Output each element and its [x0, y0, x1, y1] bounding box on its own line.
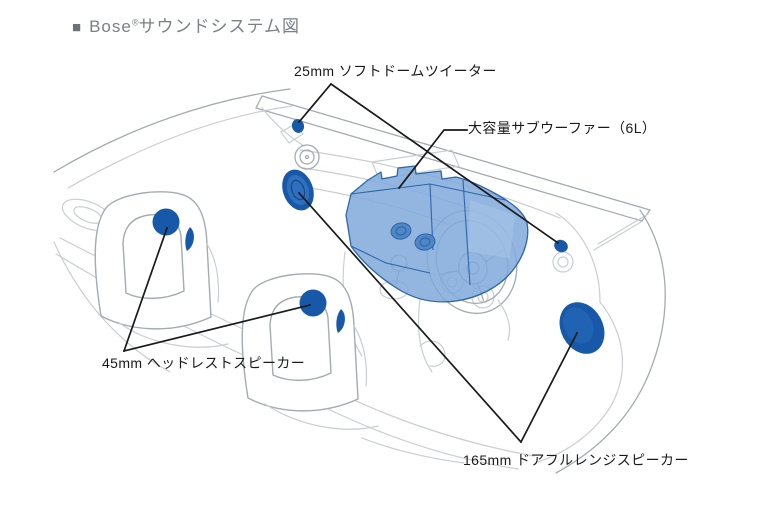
- page-title: ■ Bose®サウンドシステム図: [72, 12, 300, 37]
- label-subwoofer: 大容量サブウーファー（6L）: [468, 120, 657, 136]
- leader-lines: [122, 82, 579, 444]
- title-brand: Bose: [89, 17, 132, 36]
- door-speaker-right-icon: [559, 302, 605, 354]
- registered-mark: ®: [131, 17, 139, 28]
- leader-door-left: [297, 191, 523, 444]
- label-door: 165mm ドアフルレンジスピーカー: [463, 452, 689, 468]
- leader-door-right: [519, 331, 579, 444]
- headrest-grille-right-icon: [336, 309, 345, 333]
- title-suffix: サウンドシステム図: [138, 17, 300, 36]
- seats: [94, 191, 379, 430]
- leader-headrest-right: [122, 303, 312, 353]
- leader-headrest-left: [122, 226, 169, 353]
- subwoofer-box-marker: [345, 165, 529, 303]
- headrest-grille-left-icon: [185, 227, 194, 251]
- leader-subwoofer: [397, 129, 468, 190]
- leader-tweeter-left: [297, 82, 333, 124]
- speaker-markers: [152, 119, 605, 354]
- headrest-speaker-right-icon: [299, 289, 327, 317]
- headrest-speaker-left-icon: [152, 208, 180, 236]
- leader-tweeter-right: [329, 82, 560, 245]
- label-tweeter: 25mm ソフトドームツイーター: [294, 63, 497, 79]
- title-square-icon: ■: [72, 19, 83, 36]
- tweeter-left-icon: [291, 119, 305, 133]
- label-headrest: 45mm ヘッドレストスピーカー: [102, 355, 306, 371]
